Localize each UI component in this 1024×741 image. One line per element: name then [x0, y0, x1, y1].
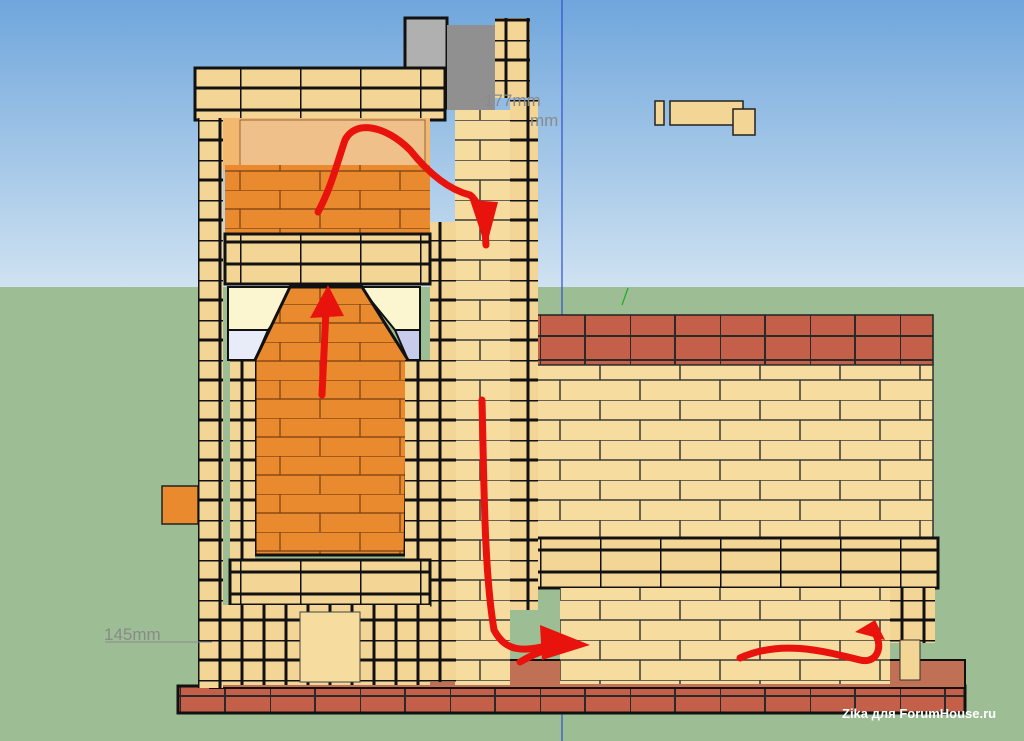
floating-bricks — [161, 100, 756, 525]
base-plinth — [176, 684, 967, 715]
green-axis-line — [621, 287, 629, 306]
bench-section — [533, 314, 940, 684]
dimension-label-side: 145mm — [104, 625, 161, 644]
dimension-label-top: 177mm — [484, 91, 541, 110]
gas-flow-arrows — [310, 124, 885, 666]
watermark: Zika для ForumHouse.ru — [842, 706, 996, 721]
dimension-label-top-2: mm — [530, 111, 558, 130]
